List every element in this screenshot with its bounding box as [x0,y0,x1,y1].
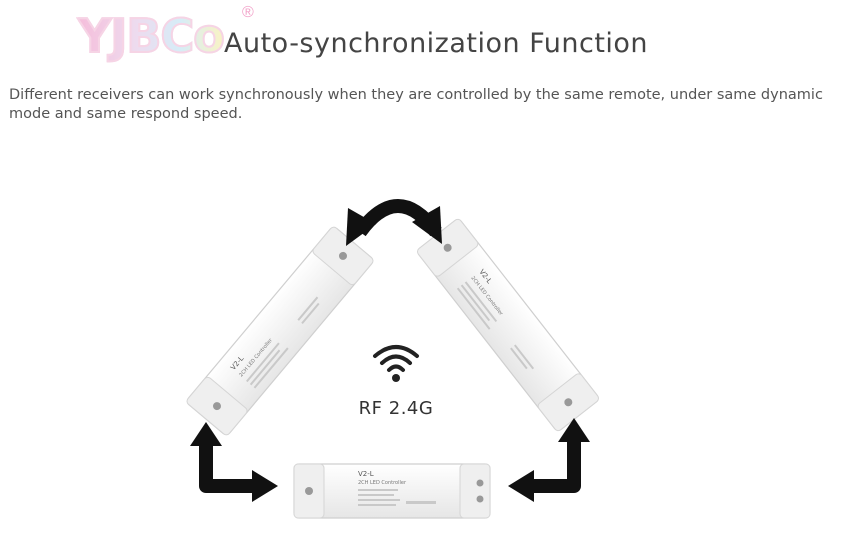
sync-arrow-bottom-left [190,422,278,502]
brand-logo-text: YJBCo [77,9,226,63]
device-bottom-model: V2-L [358,470,374,478]
sync-arrow-bottom-right [508,418,590,502]
page-title: Auto-synchronization Function [224,28,649,59]
receiver-device-left: V2-L 2CH LED Controller [186,226,374,436]
brand-logo: YJBCo ® [77,4,254,66]
sync-arrow-top [346,199,442,246]
registered-mark: ® [242,4,254,21]
receiver-device-right: V2-L 2CH LED Controller [417,218,599,432]
device-bottom-subtitle: 2CH LED Controller [358,480,407,486]
wifi-icon [372,342,420,386]
receiver-device-bottom: V2-L 2CH LED Controller [293,463,491,519]
description-text: Different receivers can work synchronous… [9,87,823,122]
rf-frequency-label: RF 2.4G [358,398,434,419]
